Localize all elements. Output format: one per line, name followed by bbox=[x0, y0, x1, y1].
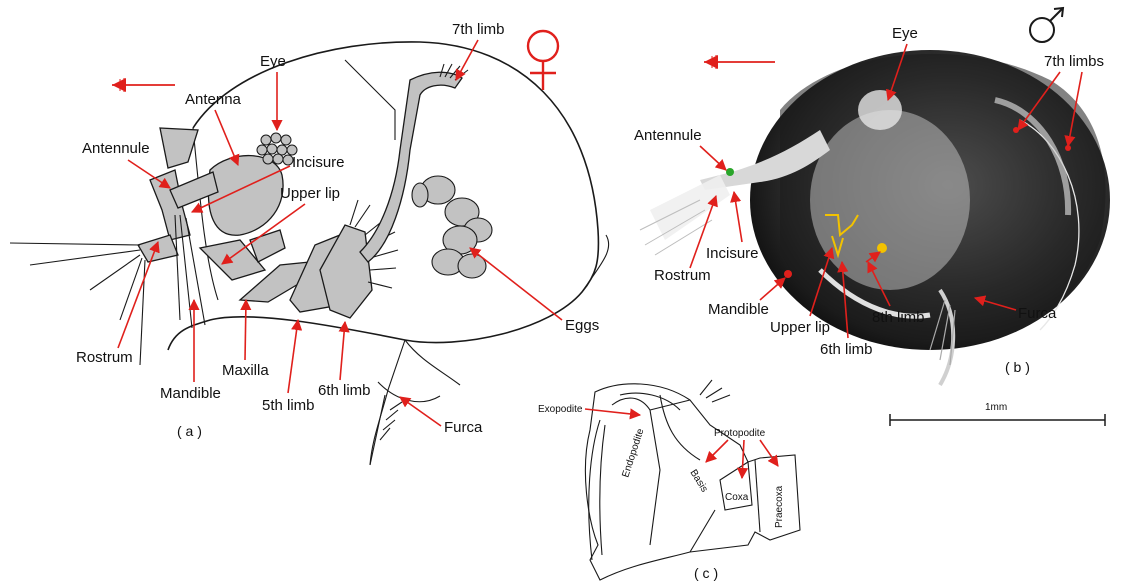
label-5th-limb: 5th limb bbox=[262, 397, 315, 414]
label-b-8th-limb: 8th limb bbox=[872, 309, 925, 326]
label-c-protopodite: Protopodite bbox=[714, 428, 766, 439]
furca-shape bbox=[370, 382, 440, 465]
label-7th-limb: 7th limb bbox=[452, 21, 505, 38]
scale-bar bbox=[890, 414, 1105, 426]
direction-arrow-icon bbox=[704, 55, 775, 69]
label-upper-lip: Upper lip bbox=[280, 185, 340, 202]
label-b-6th-limb: 6th limb bbox=[820, 341, 873, 358]
panel-c-label: ( c ) bbox=[694, 565, 718, 581]
label-eye: Eye bbox=[260, 53, 286, 70]
label-c-endopodite: Endopodite bbox=[620, 427, 646, 479]
label-b-mandible: Mandible bbox=[708, 301, 769, 318]
label-eggs: Eggs bbox=[565, 317, 599, 334]
label-b-rostrum: Rostrum bbox=[654, 267, 711, 284]
label-antennule: Antennule bbox=[82, 140, 150, 157]
antenna-shape bbox=[208, 156, 283, 236]
label-b-eye: Eye bbox=[892, 25, 918, 42]
eye-cluster bbox=[257, 133, 297, 165]
label-rostrum: Rostrum bbox=[76, 349, 133, 366]
panel-b-label: ( b ) bbox=[1005, 359, 1030, 375]
label-mandible: Mandible bbox=[160, 385, 221, 402]
direction-arrow-icon bbox=[112, 78, 175, 92]
label-c-basis: Basis bbox=[687, 468, 709, 495]
panel-a-label: ( a ) bbox=[177, 423, 202, 439]
label-c-exopodite: Exopodite bbox=[538, 404, 583, 415]
label-b-7th-limbs: 7th limbs bbox=[1044, 53, 1104, 70]
panel-a: Eye Antenna Antennule Incisure Upper lip… bbox=[10, 21, 609, 465]
label-c-coxa: Coxa bbox=[725, 492, 749, 503]
label-antenna: Antenna bbox=[185, 91, 242, 108]
label-incisure: Incisure bbox=[292, 154, 345, 171]
label-b-antennule: Antennule bbox=[634, 127, 702, 144]
label-b-furca: Furca bbox=[1018, 305, 1057, 322]
male-symbol-icon bbox=[1030, 8, 1063, 42]
scale-bar-label: 1mm bbox=[985, 402, 1007, 413]
panel-c: Exopodite Endopodite Basis Protopodite C… bbox=[538, 380, 800, 581]
label-b-incisure: Incisure bbox=[706, 245, 759, 262]
label-furca: Furca bbox=[444, 419, 483, 436]
label-maxilla: Maxilla bbox=[222, 362, 269, 379]
label-6th-limb: 6th limb bbox=[318, 382, 371, 399]
panel-b: Eye 7th limbs Antennule Incisure Rostrum… bbox=[634, 8, 1110, 426]
label-c-praecoxa: Praecoxa bbox=[774, 485, 785, 528]
label-b-upper-lip: Upper lip bbox=[770, 319, 830, 336]
eggs-cluster bbox=[412, 176, 492, 278]
